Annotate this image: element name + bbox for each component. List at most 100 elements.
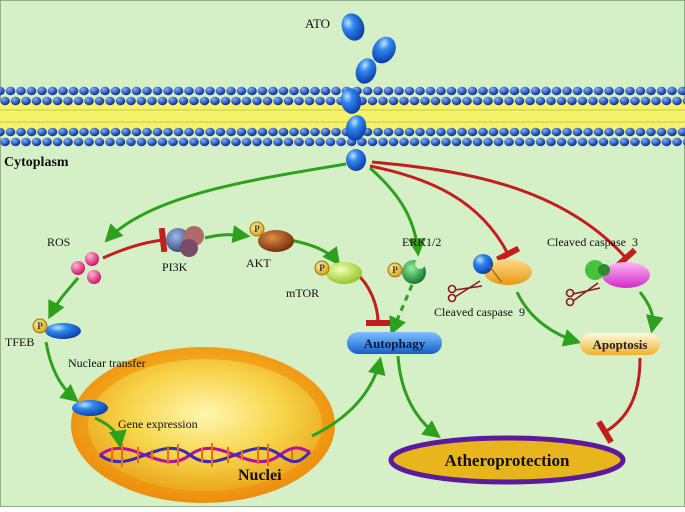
lipid-head bbox=[436, 86, 446, 96]
caspase-3-label: Cleaved caspase 3 bbox=[547, 235, 638, 249]
lipid-head bbox=[409, 137, 420, 147]
lipid-head bbox=[541, 127, 551, 137]
caspase-9-icon bbox=[473, 254, 532, 285]
lipid-head bbox=[47, 127, 58, 137]
ros-icon bbox=[71, 252, 101, 284]
lipid-head bbox=[646, 127, 656, 137]
lipid-head bbox=[667, 86, 677, 96]
lipid-head bbox=[268, 127, 278, 137]
lipid-head bbox=[609, 96, 619, 106]
lipid-head bbox=[110, 127, 121, 137]
lipid-head bbox=[646, 86, 656, 96]
lipid-head bbox=[661, 137, 672, 147]
inhibit-ros-pi3k bbox=[102, 227, 168, 260]
lipid-head bbox=[252, 96, 262, 106]
lipid-head bbox=[94, 137, 105, 147]
arrow-pi3k-akt bbox=[204, 225, 251, 244]
nuclei-label: Nuclei bbox=[238, 467, 282, 484]
lipid-head bbox=[567, 96, 577, 106]
lipid-head bbox=[189, 137, 199, 147]
lipid-head bbox=[105, 96, 115, 106]
lipid-head bbox=[373, 86, 383, 96]
lipid-head bbox=[530, 86, 541, 96]
mtor-icon: P bbox=[314, 260, 362, 284]
membrane-bottom-row-1 bbox=[0, 127, 685, 137]
lipid-head bbox=[52, 96, 63, 106]
nuclear-transfer-label: Nuclear transfer bbox=[68, 356, 146, 370]
lipid-head bbox=[404, 86, 415, 96]
lipid-head bbox=[483, 137, 493, 147]
lipid-head bbox=[556, 137, 567, 147]
lipid-head bbox=[593, 127, 604, 137]
lipid-head bbox=[572, 86, 583, 96]
lipid-head bbox=[168, 137, 178, 147]
lipid-head bbox=[462, 137, 472, 147]
lipid-head bbox=[231, 137, 241, 147]
lipid-head bbox=[252, 137, 262, 147]
ato-molecules bbox=[340, 13, 396, 171]
lipid-head bbox=[294, 96, 304, 106]
lipid-head bbox=[215, 86, 226, 96]
arrow-tfeb-nucleus bbox=[44, 341, 79, 403]
lipid-head bbox=[499, 86, 509, 96]
apoptosis-node: Apoptosis bbox=[580, 333, 660, 355]
atheroprotection-node: Atheroprotection bbox=[388, 435, 626, 485]
lipid-head bbox=[672, 96, 682, 106]
autophagy-label: Autophagy bbox=[364, 336, 426, 351]
lipid-head bbox=[478, 86, 488, 96]
akt-label: AKT bbox=[246, 256, 271, 270]
lipid-head bbox=[394, 86, 404, 96]
lipid-head bbox=[373, 127, 383, 137]
arrow-autophagy-atheroprotection bbox=[396, 355, 441, 439]
membrane-bottom-row-2 bbox=[0, 137, 685, 147]
lipid-head bbox=[677, 86, 685, 96]
lipid-head bbox=[42, 137, 52, 147]
lipid-head bbox=[420, 96, 430, 106]
lipid-head bbox=[262, 137, 273, 147]
lipid-head bbox=[147, 96, 157, 106]
lipid-head bbox=[656, 127, 667, 137]
lipid-head bbox=[73, 137, 84, 147]
lipid-head bbox=[79, 127, 89, 137]
lipid-head bbox=[567, 137, 577, 147]
lipid-head bbox=[462, 96, 472, 106]
arrow-casp9-apoptosis bbox=[515, 291, 582, 347]
lipid-head bbox=[378, 96, 388, 106]
lipid-head bbox=[661, 96, 672, 106]
lipid-head bbox=[110, 86, 121, 96]
arrow-ato-erk bbox=[369, 166, 426, 257]
lipid-head bbox=[420, 137, 430, 147]
lipid-head bbox=[126, 137, 136, 147]
membrane-top-row-2 bbox=[0, 96, 685, 106]
lipid-head bbox=[26, 86, 37, 96]
ato-label: ATO bbox=[305, 16, 330, 31]
lipid-head bbox=[304, 137, 315, 147]
lipid-head bbox=[535, 137, 546, 147]
lipid-head bbox=[577, 137, 588, 147]
lipid-head bbox=[157, 96, 168, 106]
lipid-head bbox=[178, 96, 189, 106]
lipid-head bbox=[656, 86, 667, 96]
lipid-head bbox=[84, 96, 94, 106]
lipid-head bbox=[247, 86, 257, 96]
lipid-head bbox=[47, 86, 58, 96]
lipid-head bbox=[294, 137, 304, 147]
lipid-head bbox=[514, 96, 525, 106]
lipid-head bbox=[184, 127, 194, 137]
lipid-head bbox=[168, 96, 178, 106]
lipid-head bbox=[205, 86, 215, 96]
lipid-head bbox=[425, 127, 436, 137]
lipid-head bbox=[220, 137, 231, 147]
lipid-head bbox=[640, 96, 651, 106]
lipid-head bbox=[367, 137, 378, 147]
lipid-head bbox=[598, 137, 609, 147]
akt-icon: P bbox=[249, 221, 294, 252]
lipid-head bbox=[583, 127, 593, 137]
lipid-head bbox=[672, 137, 682, 147]
inhibit-ato-casp9 bbox=[369, 164, 521, 263]
lipid-head bbox=[677, 127, 685, 137]
lipid-head bbox=[262, 96, 273, 106]
lipid-head bbox=[415, 127, 425, 137]
lipid-head bbox=[226, 127, 236, 137]
lipid-head bbox=[520, 127, 530, 137]
